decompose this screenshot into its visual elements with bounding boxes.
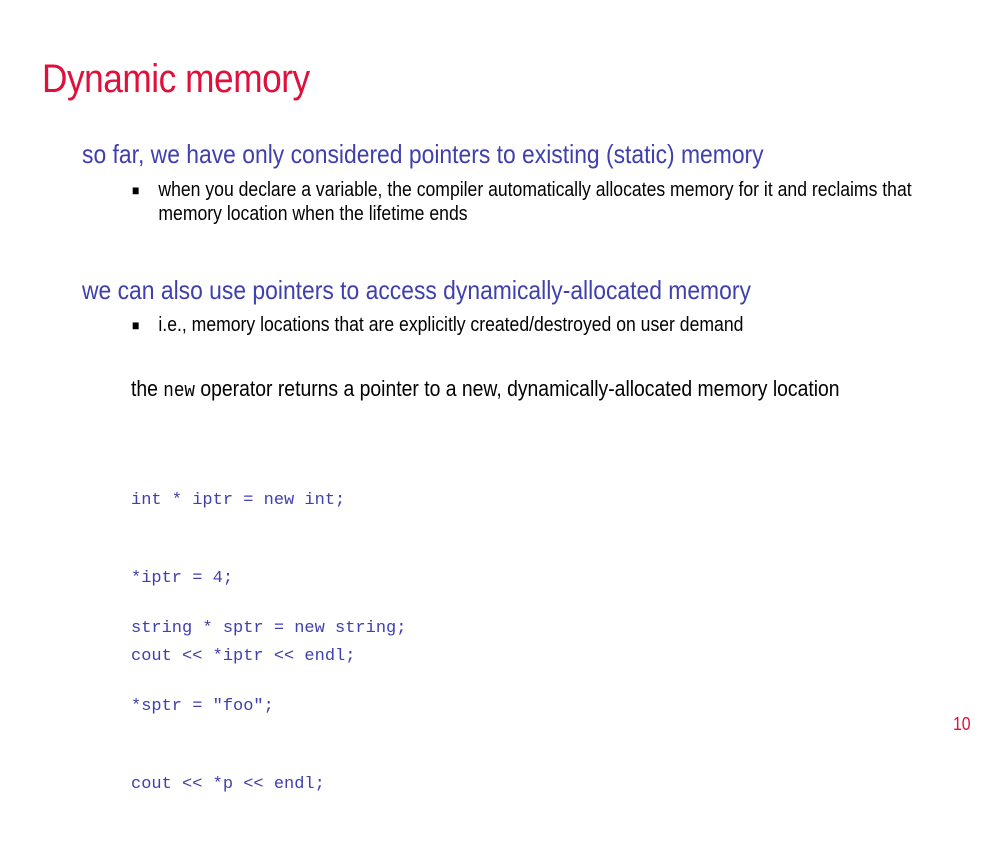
- bullet-square-icon: ■: [132, 182, 140, 198]
- new-operator-description: the new operator returns a pointer to a …: [131, 375, 840, 406]
- code-line: string * sptr = new string;: [131, 619, 407, 638]
- code-line: int * iptr = new int;: [131, 491, 346, 510]
- bullet-square-icon: ■: [132, 317, 140, 333]
- sub-point-text: when you declare a variable, the compile…: [158, 179, 912, 225]
- new-desc-suffix: operator returns a pointer to a new, dyn…: [194, 376, 840, 401]
- point-static-memory: so far, we have only considered pointers…: [82, 139, 764, 169]
- page-number: 10: [953, 714, 971, 734]
- sub-point-text: i.e., memory locations that are explicit…: [158, 314, 744, 336]
- code-line: *iptr = 4;: [131, 569, 234, 588]
- code-block-int: int * iptr = new int; *iptr = 4; cout <<…: [131, 436, 355, 722]
- sub-point-declare-variable: ■ when you declare a variable, the compi…: [132, 178, 972, 226]
- code-line: cout << *iptr << endl;: [131, 647, 356, 666]
- slide-title: Dynamic memory: [42, 57, 310, 101]
- sub-point-user-demand: ■ i.e., memory locations that are explic…: [132, 313, 972, 337]
- new-desc-prefix: the: [131, 376, 164, 401]
- new-keyword: new: [163, 380, 195, 403]
- code-line: *sptr = "foo";: [131, 697, 274, 716]
- slide: Dynamic memory so far, we have only cons…: [42, 57, 972, 794]
- point-dynamic-memory: we can also use pointers to access dynam…: [82, 275, 751, 305]
- code-line: cout << *p << endl;: [131, 775, 325, 794]
- code-block-string: string * sptr = new string; *sptr = "foo…: [131, 564, 406, 850]
